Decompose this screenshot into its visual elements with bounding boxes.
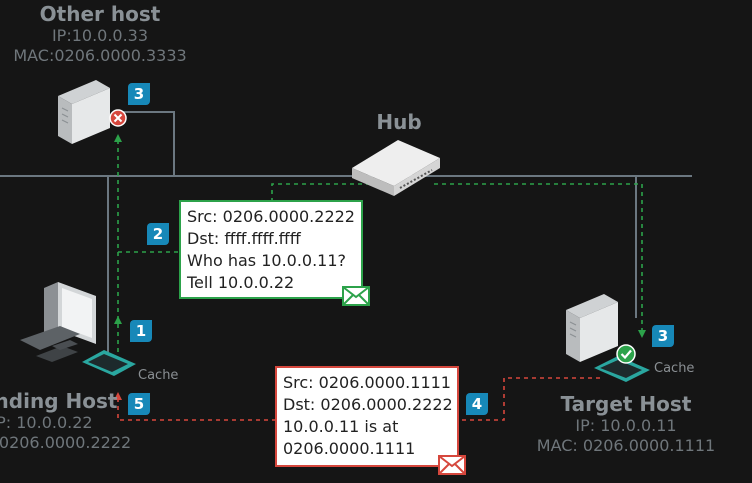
sending-host-workstation-icon [20,282,96,362]
arrow-up-sending [114,316,122,324]
other-host-ip: IP:10.0.0.33 [51,26,149,45]
target-host-mac: MAC: 0206.0000.1111 [536,436,716,455]
sending-host-ip: IP: 10.0.0.22 [0,413,93,432]
arp-request-question: Who has 10.0.0.11? [187,251,347,270]
arp-reply-path [117,377,600,421]
reply-envelope-icon [438,455,466,475]
target-host-label: Target Host IP: 10.0.0.11 MAC: 0206.0000… [537,392,715,456]
step-badge-1: 1 [130,320,152,342]
reject-x [113,113,123,123]
hub-icon [352,140,440,196]
arp-request-src: Src: 0206.0000.2222 [187,207,355,226]
arp-reply-message: Src: 0206.0000.1111 Dst: 0206.0000.2222 … [275,366,459,467]
step-badge-3-other: 3 [128,83,150,105]
target-cache-label: Cache [654,361,695,376]
arp-request-message: Src: 0206.0000.2222 Dst: ffff.ffff.ffff … [179,200,363,299]
target-host-server-icon [566,294,618,362]
arp-reply-mac: 0206.0000.1111 [283,439,416,458]
arp-reply-dst: Dst: 0206.0000.2222 [283,395,453,414]
request-envelope-icon [342,286,370,306]
step-badge-5: 5 [128,393,150,415]
sending-host-name: Sending Host [0,389,118,413]
accept-icon [616,344,636,364]
target-host-name: Target Host [560,392,692,416]
arp-reply-answer: 10.0.0.11 is at [283,417,399,436]
sending-host-mac: MAC: 0206.0000.2222 [0,433,132,452]
arrow-to-target-host [638,330,646,338]
sending-host-label: Sending Host IP: 10.0.0.22 MAC: 0206.000… [0,389,131,453]
other-host-label: Other host IP:10.0.0.33 MAC:0206.0000.33… [13,2,186,66]
step-badge-4: 4 [466,393,488,415]
accept-check [620,349,632,360]
other-host-server-icon [58,80,110,144]
step-badge-2: 2 [147,223,169,245]
arp-request-tell: Tell 10.0.0.22 [187,273,295,292]
step-badge-3-target: 3 [652,325,674,347]
other-host-mac: MAC:0206.0000.3333 [13,46,187,65]
arrow-reply-to-sending [114,392,122,400]
arp-reply-src: Src: 0206.0000.1111 [283,373,451,392]
other-host-name: Other host [39,2,161,26]
hub-label: Hub [376,110,422,134]
sending-cache-chip-icon [82,350,136,376]
target-host-ip: IP: 10.0.0.11 [575,416,677,435]
arrow-to-other-host [114,134,122,142]
sending-cache-label: Cache [138,368,179,383]
other-host-cable [122,111,175,176]
arp-request-dst: Dst: ffff.ffff.ffff [187,229,301,248]
target-cache-chip-icon [594,356,650,382]
